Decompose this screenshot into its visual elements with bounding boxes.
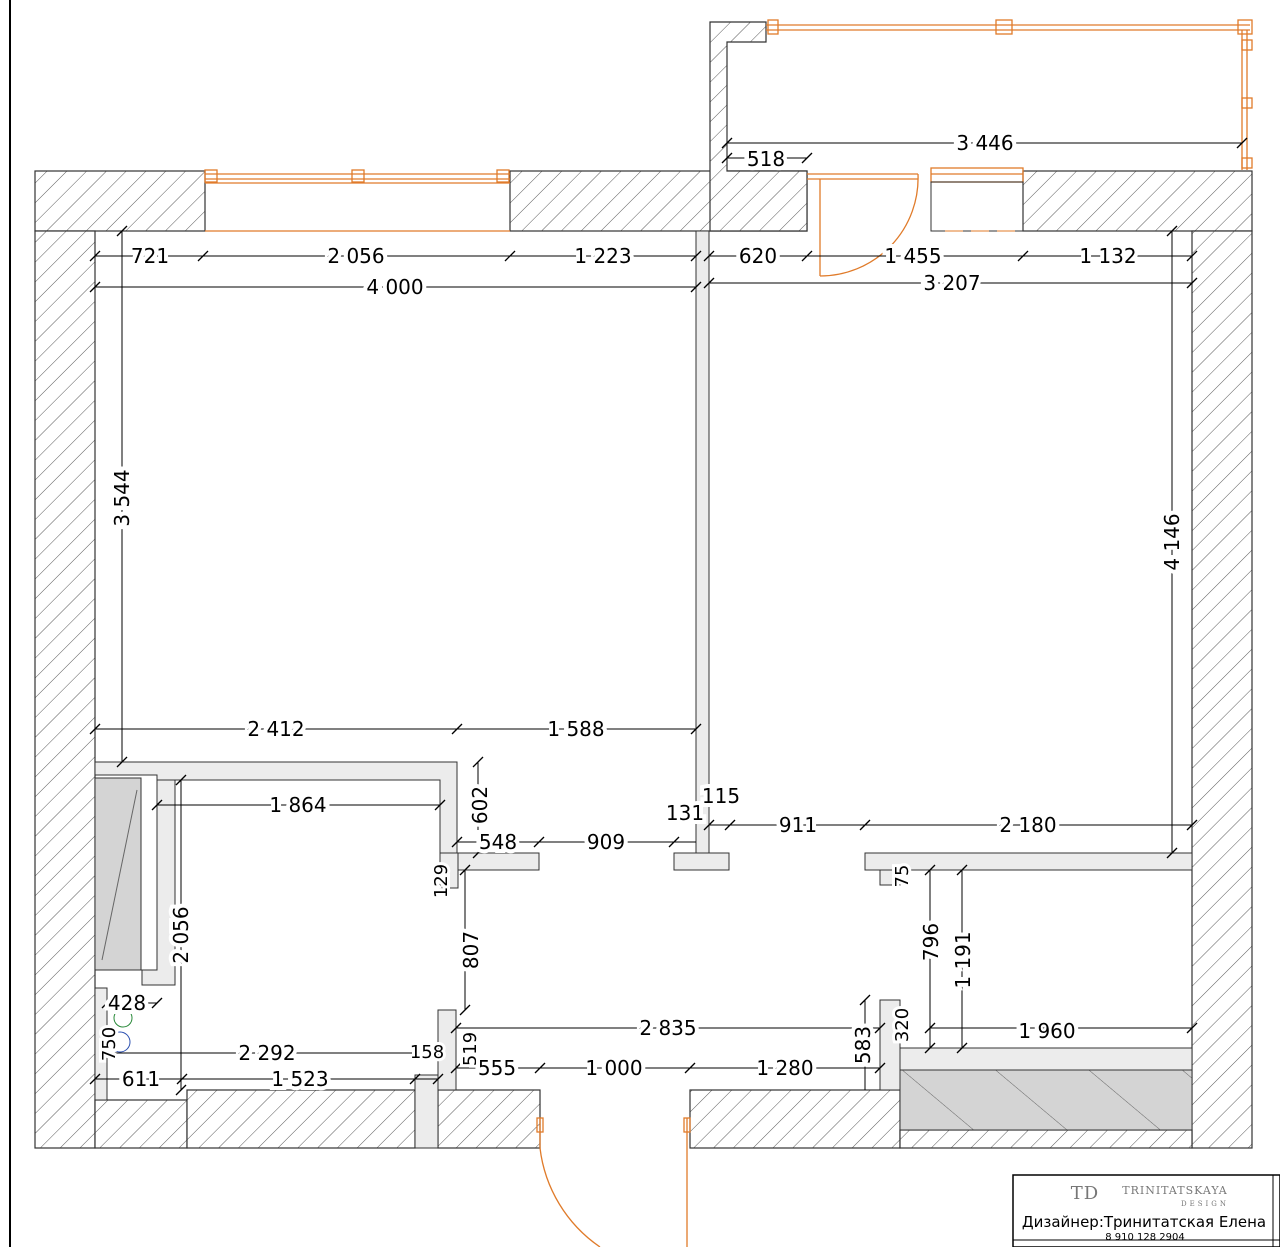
balcony-glazing <box>766 19 1253 170</box>
partition-rooms <box>695 230 710 854</box>
dim-left-room-height: 3 544 <box>110 469 134 526</box>
dim-right-room-height: 4 146 <box>1160 513 1184 570</box>
dim-left-room-width: 4 000 <box>366 275 423 299</box>
dim-1191: 1 191 <box>951 931 975 988</box>
dim-2292: 2 292 <box>238 1041 295 1065</box>
dim-1960: 1 960 <box>1018 1019 1075 1043</box>
dim-320: 320 <box>892 1008 913 1042</box>
dim-796: 796 <box>919 923 943 961</box>
dimension-lines <box>95 142 1242 1090</box>
dim-left-top-1: 721 <box>131 244 169 268</box>
dim-1523: 1 523 <box>271 1067 328 1091</box>
dim-balcony-offset: 518 <box>747 147 785 171</box>
dim-807: 807 <box>459 931 483 969</box>
exterior-walls <box>34 21 1253 1149</box>
dim-left-bottom-2: 1 588 <box>547 717 604 741</box>
dimension-ticks <box>89 137 1248 1096</box>
dim-519: 519 <box>460 1032 481 1066</box>
dim-555: 555 <box>478 1056 516 1080</box>
logo-name: TRINITATSKAYA <box>1122 1184 1228 1197</box>
dim-balcony-width: 3 446 <box>956 131 1013 155</box>
dim-left-top-2: 2 056 <box>327 244 384 268</box>
dim-left-bottom-1: 2 412 <box>247 717 304 741</box>
bathroom-walls <box>94 987 1193 1149</box>
designer-phone: 8 910 128 2904 <box>1105 1232 1185 1243</box>
dim-right-room-width: 3 207 <box>923 271 980 295</box>
dim-kitchen-height: 2 056 <box>169 906 193 963</box>
dim-right-top-3: 1 132 <box>1079 244 1136 268</box>
toilet-icon <box>113 1008 133 1028</box>
kitchen-cabinet <box>94 777 142 971</box>
dim-131: 131 <box>666 801 704 825</box>
dim-428: 428 <box>108 991 146 1015</box>
dim-158: 158 <box>410 1042 444 1063</box>
dim-right-top-1: 620 <box>739 244 777 268</box>
dim-kitchen-width: 1 864 <box>269 793 326 817</box>
dim-1000: 1 000 <box>585 1056 642 1080</box>
dim-75: 75 <box>892 865 913 888</box>
dim-611: 611 <box>122 1067 160 1091</box>
sink-icon <box>109 1031 131 1053</box>
cabinet-mark <box>101 789 138 961</box>
dim-911: 911 <box>779 813 817 837</box>
entrance-door <box>536 1117 691 1247</box>
designer-name: Дизайнер:Тринитатская Елена <box>1022 1213 1266 1231</box>
hall-wardrobe <box>899 1069 1193 1131</box>
dimension-labels: 3 446 518 721 2 056 1 223 620 1 455 1 13… <box>96 127 1188 1095</box>
kitchen-walls <box>94 761 1193 986</box>
logo-mark: TD <box>1071 1183 1099 1204</box>
dim-left-top-3: 1 223 <box>574 244 631 268</box>
dim-2180: 2 180 <box>999 813 1056 837</box>
dim-right-top-2: 1 455 <box>884 244 941 268</box>
dim-2835: 2 835 <box>639 1016 696 1040</box>
window-right-room <box>930 181 1024 232</box>
dim-750: 750 <box>99 1027 120 1061</box>
dim-548: 548 <box>479 830 517 854</box>
window-left-room <box>204 169 510 232</box>
dim-583: 583 <box>851 1026 875 1064</box>
dim-909: 909 <box>587 830 625 854</box>
dim-115: 115 <box>702 784 740 808</box>
dim-129: 129 <box>431 864 452 898</box>
logo-sub: DESIGN <box>1181 1200 1229 1208</box>
dim-1280: 1 280 <box>756 1056 813 1080</box>
dim-kitchen-offset: 602 <box>468 786 492 824</box>
title-block: TD TRINITATSKAYA DESIGN Дизайнер:Тринита… <box>1012 1174 1280 1247</box>
partition-foot <box>673 852 730 871</box>
